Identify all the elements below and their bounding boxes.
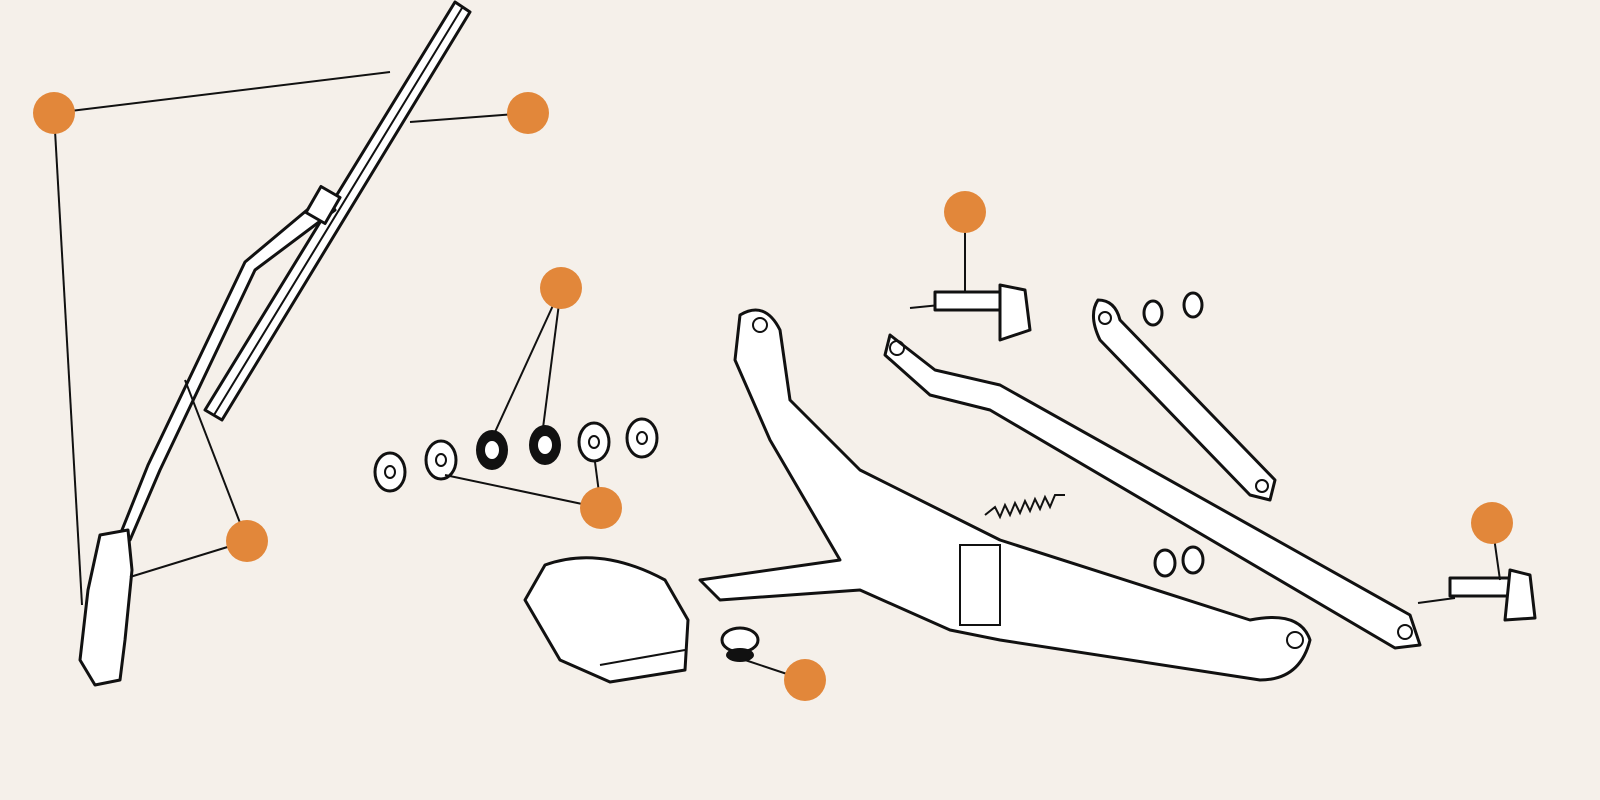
- spring-and-clips: [984, 291, 1205, 578]
- wiper-motor: [523, 556, 760, 684]
- hotspot-spindle-right[interactable]: [1471, 502, 1513, 544]
- hotspots: [33, 92, 1513, 701]
- mounting-bracket: [698, 308, 1312, 682]
- spindle-right: [1417, 568, 1537, 622]
- hotspot-grommets[interactable]: [540, 267, 582, 309]
- linkage-rods: [883, 298, 1422, 650]
- hotspot-wiper-blade[interactable]: [507, 92, 549, 134]
- spindle-top: [909, 283, 1032, 342]
- hotspot-motor-grommet[interactable]: [784, 659, 826, 701]
- wiper-blade: [203, 0, 472, 422]
- hardware-row: [373, 417, 659, 493]
- hotspot-washers[interactable]: [580, 487, 622, 529]
- hotspot-wiper-arm-and-blade[interactable]: [33, 92, 75, 134]
- hotspot-spindle-top[interactable]: [944, 191, 986, 233]
- wiper-arm: [78, 185, 342, 687]
- hotspot-wiper-arm[interactable]: [226, 520, 268, 562]
